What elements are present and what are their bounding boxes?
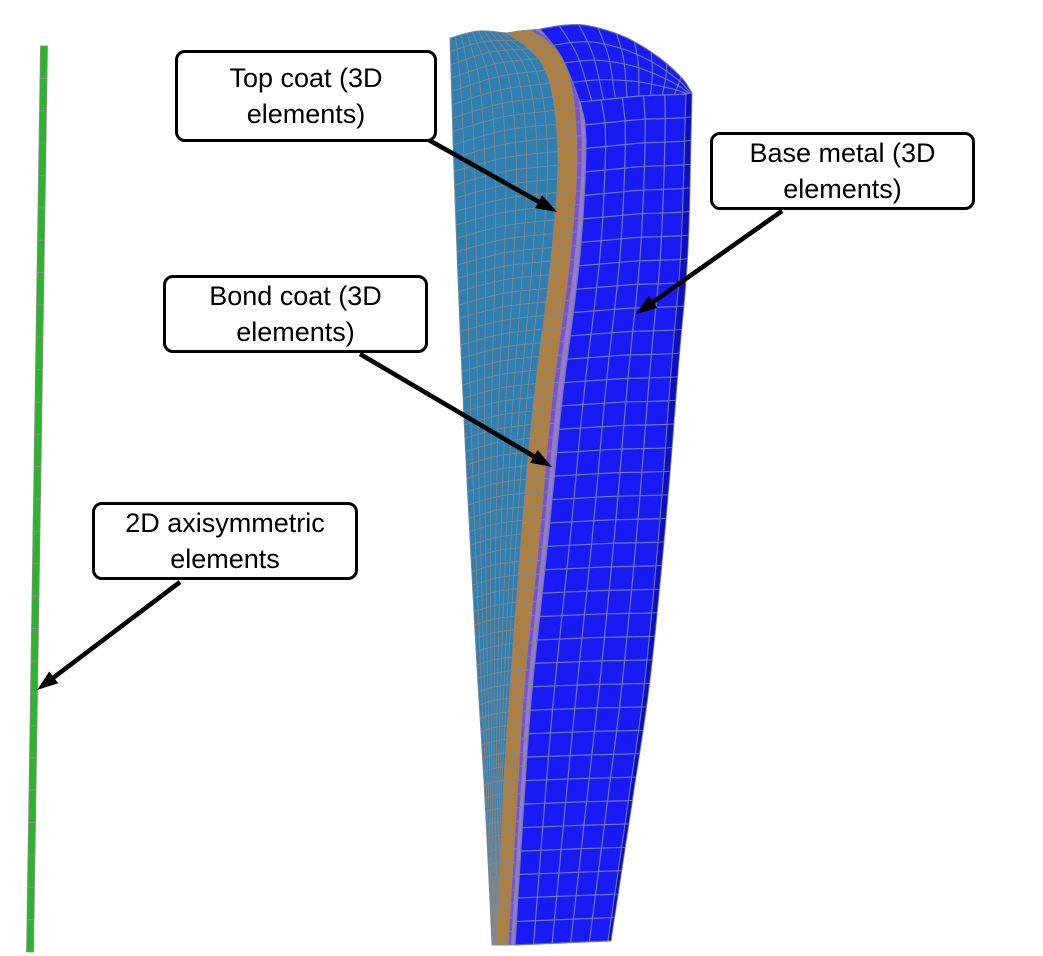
label-bond-coat: Bond coat (3D elements) [163,275,428,353]
leader-arrow-base-metal-head [636,295,658,314]
axisymmetric-line-mesh [26,45,48,953]
label-axisymmetric: 2D axisymmetric elements [92,502,358,580]
label-bond-coat-text: Bond coat (3D elements) [209,281,382,347]
label-top-coat: Top coat (3D elements) [175,50,437,142]
top-coat-section-mesh [496,29,578,946]
leader-arrow-bond-coat [358,352,552,467]
leader-arrow-top-coat [425,136,557,212]
label-base-metal-text: Base metal (3D elements) [749,138,936,204]
label-top-coat-text: Top coat (3D elements) [229,63,383,129]
base-metal-side-face-mesh-surface [607,92,693,942]
label-axisymmetric-text: 2D axisymmetric elements [125,508,325,574]
leader-arrow-bond-coat-head [530,449,552,467]
leader-arrow-top-coat-head [535,195,557,212]
label-base-metal: Base metal (3D elements) [710,132,975,210]
base-metal-side-face-mesh [607,92,693,942]
leader-arrow-axisymmetric [37,580,182,690]
base-metal-top-face-mesh [539,24,693,103]
leader-arrow-base-metal [636,209,784,314]
leader-arrow-axisymmetric-head [37,671,59,690]
